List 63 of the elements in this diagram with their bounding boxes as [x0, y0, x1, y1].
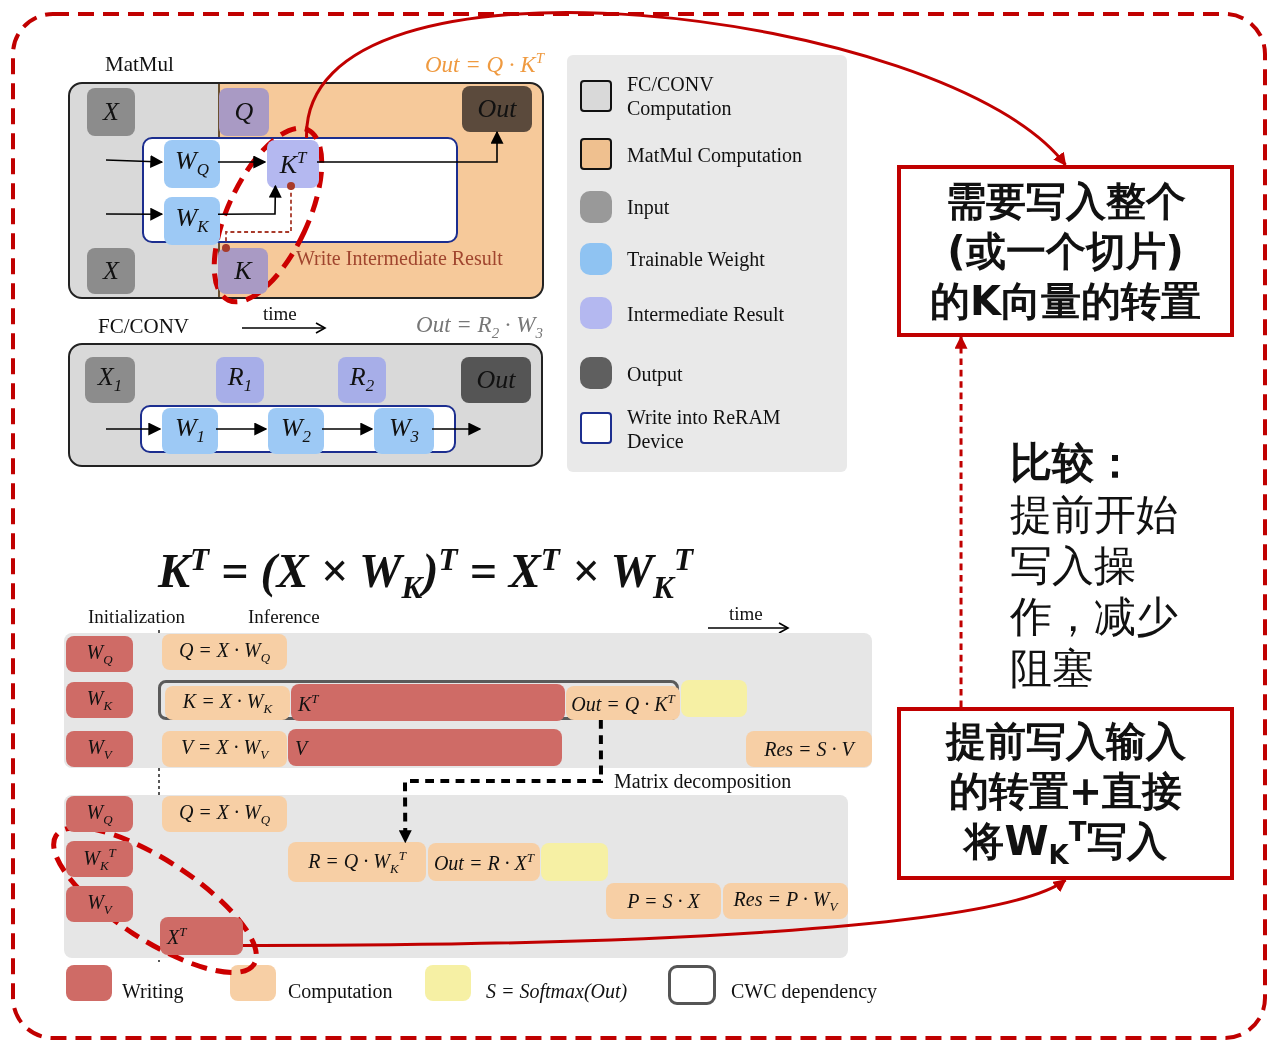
computation-block: K = X · W$_{K}$: [165, 686, 290, 720]
legend-label: Intermediate Result: [627, 302, 785, 326]
legend-label: Input: [627, 195, 670, 219]
writing-block: W$_{V}$: [66, 731, 133, 767]
writing-block: W$_{Q}$: [66, 636, 133, 672]
computation-block: Out = R · X$^{T}$: [428, 843, 540, 881]
computation-block: Q = X · W$_{Q}$: [162, 796, 287, 832]
formula: Out = R$_{2}$ · W$_{3}$: [416, 312, 543, 342]
weight-block: W$_{3}$: [374, 408, 434, 454]
weight-block: W$_{K}$: [164, 197, 220, 245]
result-block: K$^{T}$: [267, 140, 319, 188]
output-block: Out: [461, 357, 531, 403]
formula: Out = Q · K$^{T}$: [424, 50, 544, 78]
result-block: R$_{1}$: [216, 357, 264, 403]
computation-block: Out = Q · K$^{T}$: [566, 686, 680, 720]
annotation: Write Intermediate Result: [296, 247, 503, 269]
input-block: X: [87, 248, 135, 294]
phase-label: Initialization: [88, 607, 186, 628]
legend-label: FC/CONV Computation: [627, 72, 733, 120]
computation-block: Res = S · V: [746, 731, 872, 767]
computation-block: Res = P · W$_{V}$: [723, 883, 848, 919]
legend-label: Trainable Weight: [627, 247, 765, 271]
writing-bar: K$^{T}$: [291, 684, 565, 721]
legend-label: CWC dependency: [731, 979, 878, 1003]
result-block: R$_{2}$: [338, 357, 386, 403]
softmax-block: [681, 680, 747, 717]
axis-label: time: [729, 604, 763, 625]
write-region: [140, 405, 456, 453]
writing-block: W$_{K}$: [66, 682, 133, 718]
phase-label: Inference: [248, 607, 320, 628]
heading: 比较：: [1010, 437, 1136, 489]
output-block: Out: [462, 86, 532, 132]
input-block: X$_{1}$: [85, 357, 135, 403]
writing-bar: V: [288, 729, 562, 766]
legend-label: Write into ReRAM Device: [627, 405, 782, 453]
computation-block: Q = X · W$_{Q}$: [162, 634, 287, 670]
callout-box: 提前写入输入的转置+直接将W$_{K}$$^{T}$写入: [897, 707, 1234, 880]
weight-block: W$_{Q}$: [164, 140, 220, 188]
writing-block: W$_{V}$: [66, 886, 133, 922]
computation-block: P = S · X: [606, 883, 721, 919]
weight-block: W$_{1}$: [162, 408, 218, 454]
legend-label: Computation: [288, 979, 393, 1003]
writing-block: W$_{Q}$: [66, 796, 133, 832]
result-block: K: [218, 248, 268, 294]
weight-block: W$_{2}$: [268, 408, 324, 454]
softmax-block: [541, 843, 608, 881]
panel-title: MatMul: [105, 52, 174, 77]
axis-label: time: [263, 304, 297, 325]
dependency-outline: [158, 680, 679, 720]
legend-label: Output: [627, 362, 683, 386]
input-block: X: [87, 88, 135, 136]
writing-bar: X$^{T}$: [160, 917, 243, 955]
timeline-band: [64, 795, 848, 958]
result-block: Q: [219, 88, 269, 136]
callout-box: 需要写入整个(或一个切片)的K向量的转置: [897, 165, 1234, 337]
note: 提前开始写入操作，减少阻塞: [1010, 489, 1179, 694]
legend-label: S = Softmax(Out): [486, 979, 628, 1003]
timeline-band: [64, 633, 872, 768]
computation-block: V = X · W$_{V}$: [162, 731, 287, 767]
legend-label: Writing: [122, 979, 184, 1003]
legend-label: MatMul Computation: [627, 143, 802, 167]
write-region: [142, 137, 458, 243]
panel-title: FC/CONV: [98, 314, 190, 339]
